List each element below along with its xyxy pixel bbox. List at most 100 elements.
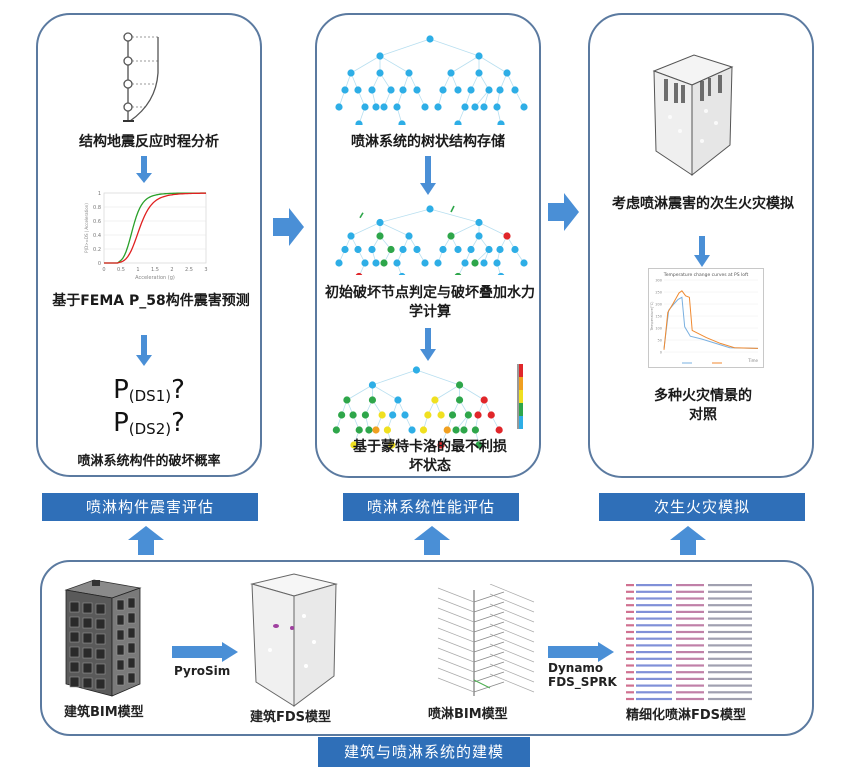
tree-node <box>424 411 432 419</box>
building-window <box>116 644 125 656</box>
color-scale-axis <box>517 364 519 429</box>
sprinkler-branch <box>489 613 535 633</box>
building-window <box>82 632 93 644</box>
code-token <box>626 651 634 654</box>
tree-node <box>332 426 340 434</box>
tree-node <box>493 259 501 267</box>
building-window <box>69 631 80 643</box>
code-token <box>636 697 672 701</box>
code-token <box>676 677 704 680</box>
x-tick-label: 3 <box>204 267 207 273</box>
tree-node <box>495 426 503 434</box>
tree-node <box>361 103 369 111</box>
system-performance-panel: 喷淋系统的树状结构存储 初始破坏节点判定与破坏叠加水力学计算 基于蒙特卡洛的最不… <box>315 13 541 478</box>
tree-node <box>475 218 483 227</box>
tree-node <box>405 69 413 77</box>
label-refined-fds: 精细化喷淋FDS模型 <box>626 708 747 723</box>
tree-node <box>520 259 528 267</box>
sprinkler-branch <box>437 647 475 663</box>
tree-edge <box>379 55 410 74</box>
code-token <box>676 697 704 701</box>
tree-node <box>485 86 493 94</box>
code-token <box>676 691 704 694</box>
y-tick-label: 1 <box>98 191 101 197</box>
building-window <box>127 672 136 684</box>
color-scale-segment <box>519 403 523 416</box>
tree-node <box>380 259 388 267</box>
tree-node <box>419 426 428 434</box>
tree-node <box>464 411 472 419</box>
tree-node <box>355 272 363 275</box>
tree-node <box>354 245 362 254</box>
step-monte-carlo: 基于蒙特卡洛的最不利损坏状态 <box>353 439 507 474</box>
code-token <box>626 604 634 607</box>
down-arrow-icon <box>694 236 710 267</box>
code-token <box>626 664 634 667</box>
right-arrow-icon <box>172 642 238 662</box>
tree-node <box>394 396 402 404</box>
code-token <box>676 644 704 647</box>
tree-node <box>398 120 406 125</box>
modeling-panel: 建筑BIM模型 PyroSim 建筑FDS模型 喷淋BIM模型 Dynamo F… <box>40 560 814 736</box>
code-token <box>708 644 752 647</box>
tree-edge <box>346 384 373 401</box>
tree-edge <box>429 38 480 57</box>
tree-edge <box>450 222 480 237</box>
sprinkler-branch <box>473 591 505 603</box>
code-token <box>626 584 634 587</box>
building-window <box>95 648 106 660</box>
tree-node <box>401 411 409 419</box>
right-arrow-icon <box>273 208 304 246</box>
tree-edge <box>434 384 460 401</box>
sprinkler-branch <box>473 621 505 633</box>
step-tree-storage: 喷淋系统的树状结构存储 <box>351 134 505 150</box>
tree-edge <box>478 55 508 74</box>
code-token <box>708 664 752 667</box>
y-axis-label: Temperature(°C) <box>650 301 654 332</box>
tree-node <box>448 411 457 419</box>
tree-node <box>349 411 357 419</box>
tree-node <box>480 396 488 404</box>
code-token <box>626 617 634 620</box>
tree-node <box>380 103 388 111</box>
tree-edge <box>416 369 460 386</box>
code-token <box>636 664 672 667</box>
code-token <box>676 624 704 627</box>
code-token <box>636 590 672 593</box>
tree-node <box>376 232 384 240</box>
code-token <box>708 637 752 640</box>
sprinkler-branch <box>489 584 535 603</box>
tree-node <box>368 396 377 404</box>
tree-node <box>372 259 380 267</box>
tree-node <box>460 426 468 434</box>
tree-node <box>361 259 369 267</box>
sprinkler-highlight <box>473 679 491 689</box>
tree-node <box>365 426 373 434</box>
tree-node <box>361 411 369 419</box>
code-token <box>676 664 704 667</box>
code-token <box>636 624 672 627</box>
chart-title: Temperature change curves at PS loft <box>663 272 749 278</box>
tree-node <box>368 381 377 389</box>
color-scale-segment <box>519 364 523 377</box>
tree-node <box>497 120 505 125</box>
code-token <box>636 644 672 647</box>
code-token <box>626 684 634 687</box>
fds-code-listing <box>626 584 752 701</box>
tree-node <box>355 120 363 125</box>
sprinkler-branch <box>437 657 475 673</box>
label-pyrosim: PyroSim <box>174 664 231 678</box>
tree-node <box>405 232 413 240</box>
step-damage-hydraulics: 初始破坏节点判定与破坏叠加水力学计算 <box>325 285 535 320</box>
sprinkler-branch <box>473 651 505 663</box>
tree-node <box>347 69 355 77</box>
building-window <box>127 627 136 639</box>
sprinkler-branch <box>473 601 505 613</box>
tree-node <box>413 245 421 254</box>
tree-node <box>454 86 462 94</box>
code-token <box>676 684 704 687</box>
tree-edge <box>379 38 431 57</box>
code-token <box>636 671 672 674</box>
code-token <box>626 671 634 674</box>
tree-edge <box>459 384 485 401</box>
